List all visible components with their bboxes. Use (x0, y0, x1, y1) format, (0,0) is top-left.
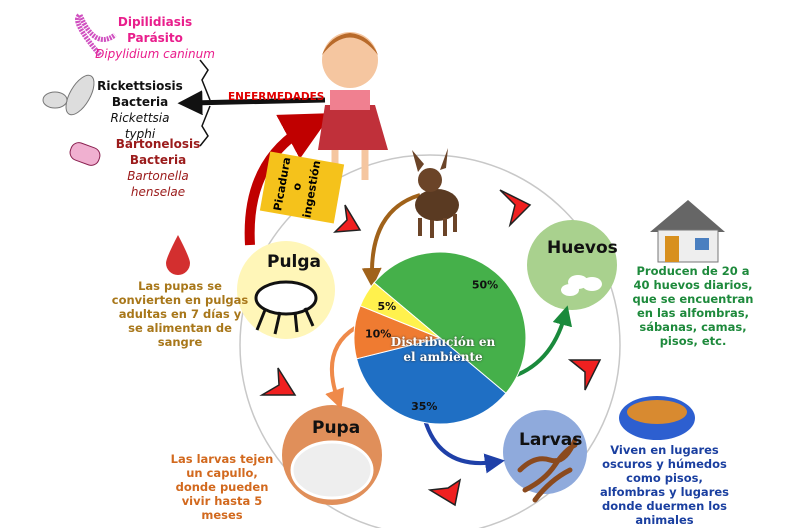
tapeworm-icon (75, 11, 117, 57)
disease-bartonelosis: Bartonelosis Bacteria Bartonella hensela… (108, 136, 208, 200)
transmission-label: Picadura o ingestión (259, 151, 345, 224)
pupa-description: Las larvas tejen un capullo, donde puede… (170, 452, 274, 522)
disease-type: Parásito (127, 31, 183, 45)
larvas-circle (503, 410, 587, 494)
arrowhead-icon (567, 359, 602, 391)
disease-type: Bacteria (129, 153, 187, 167)
pie-label: 5% (378, 300, 397, 313)
cycle-ring (239, 154, 621, 528)
pie-label: 35% (411, 400, 437, 413)
arrowhead-icon (333, 204, 362, 233)
disease-agent: Dipylidium caninum (95, 47, 215, 61)
larvas-title: Larvas (519, 430, 583, 450)
disease-agent: Rickettsia typhi (110, 111, 170, 141)
pie-slice-pulga (359, 282, 441, 339)
pulga-description: Las pupas se convierten en pulgas adulta… (111, 279, 249, 349)
distribution-pie-chart: 50% 35% 10% 5% (353, 251, 527, 425)
pie-slice-larvas (355, 337, 507, 425)
bartonella-icon (69, 142, 101, 166)
arrowhead-icon (499, 189, 532, 228)
disease-rickettsiosis: Rickettsiosis Bacteria Rickettsia typhi (95, 78, 185, 142)
pie-slice-huevos (373, 251, 527, 394)
rickettsia-icon (65, 74, 95, 116)
dog-illustration (412, 148, 459, 238)
pie-label: 50% (472, 278, 498, 291)
arrowhead-icon (259, 367, 297, 396)
pupa-illustration (290, 440, 374, 500)
cycle-arrowheads (259, 189, 602, 507)
disease-dipilidiasis: Dipilidiasis Parásito Dipylidium caninum (95, 14, 215, 62)
pie-label: 10% (365, 328, 391, 341)
blood-drop-icon (166, 235, 190, 275)
enfermedades-label: ENFERMEDADES (228, 91, 325, 103)
disease-name: Bartonelosis (115, 137, 201, 151)
disease-agent: Bartonella henselae (127, 169, 189, 199)
disease-type: Bacteria (111, 95, 169, 109)
pupa-title: Pupa (312, 418, 361, 438)
larvae-illustration (517, 437, 578, 503)
pulga-title: Pulga (267, 252, 322, 272)
huevos-circle (527, 220, 617, 310)
larvas-description: Viven en lugares oscuros y húmedos como … (599, 443, 730, 527)
huevos-description: Producen de 20 a 40 huevos diarios, que … (632, 264, 754, 348)
disease-name: Dipilidiasis (117, 15, 193, 29)
girl-illustration (318, 32, 388, 180)
huevos-title: Huevos (547, 238, 618, 258)
house-icon (650, 200, 725, 263)
pie-title: Distribución en el ambiente (390, 335, 496, 364)
arrowhead-icon (427, 478, 462, 507)
disease-name: Rickettsiosis (97, 79, 183, 93)
flea-illustration (254, 280, 318, 316)
